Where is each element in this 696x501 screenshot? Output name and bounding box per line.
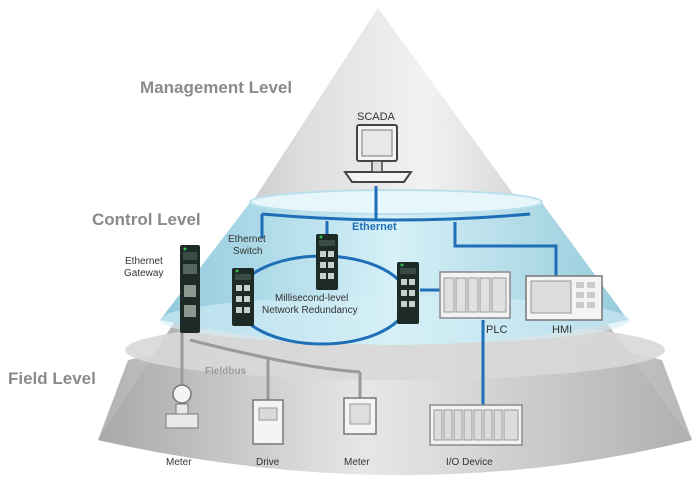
plc-icon xyxy=(439,271,511,319)
ethernet-hmi-link xyxy=(453,222,558,276)
redundancy-label-line1: Millisecond-level xyxy=(275,293,348,304)
ethernet-switch-top-icon xyxy=(316,234,338,290)
plc-label: PLC xyxy=(486,324,507,336)
scada-computer-icon xyxy=(343,124,413,183)
flow-meter-icon xyxy=(165,384,199,429)
gateway-label-line2: Gateway xyxy=(124,268,163,279)
io-device-icon xyxy=(429,404,523,446)
management-level-label: Management Level xyxy=(140,78,292,97)
io-device-label: I/O Device xyxy=(446,457,493,468)
drive-label: Drive xyxy=(256,457,280,468)
control-band-bottom-rim xyxy=(160,296,630,344)
gateway-label-line1: Ethernet xyxy=(125,256,163,267)
control-level-label: Control Level xyxy=(92,210,201,229)
hmi-label: HMI xyxy=(552,324,572,336)
ethernet-label: Ethernet xyxy=(352,221,397,233)
meter-2-label: Meter xyxy=(344,457,370,468)
meter-1-label: Meter xyxy=(166,457,192,468)
control-band-top-rim xyxy=(249,189,543,215)
redundancy-label-line2: Network Redundancy xyxy=(262,305,358,316)
fieldbus-label: Fieldbus xyxy=(205,366,247,377)
scada-label: SCADA xyxy=(357,111,396,123)
ethernet-switch-right-icon xyxy=(397,262,419,324)
meter-2-icon xyxy=(343,397,377,435)
ethernet-switch-left-icon xyxy=(232,268,254,326)
fieldbus-line xyxy=(189,338,361,374)
switch-label-line2: Switch xyxy=(233,246,262,257)
ethernet-backbone-line xyxy=(261,212,531,222)
field-level-label: Field Level xyxy=(8,369,96,388)
switch-label-line1: Ethernet xyxy=(228,234,266,245)
ethernet-gateway-icon xyxy=(180,245,200,333)
hmi-icon xyxy=(525,275,603,321)
drive-icon xyxy=(252,399,284,445)
